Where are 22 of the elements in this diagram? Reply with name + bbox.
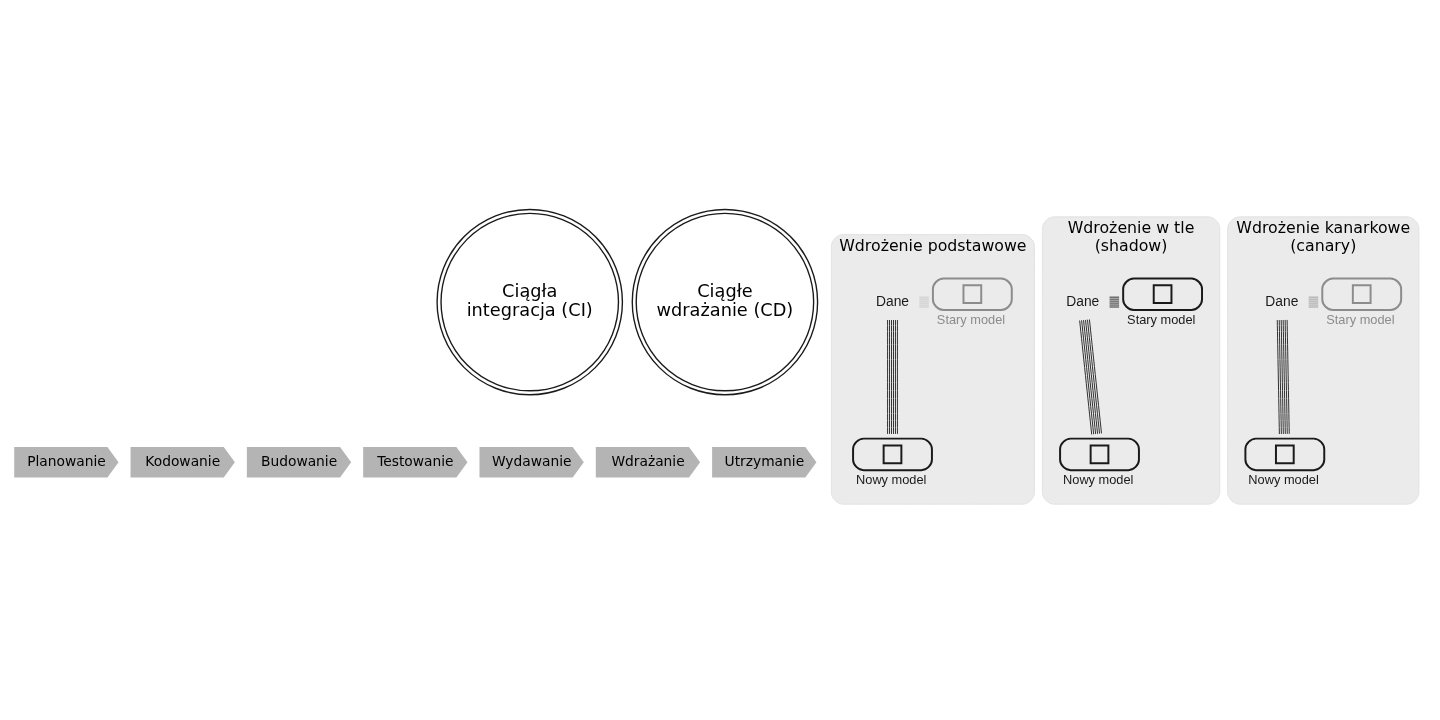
node-cloud: [852, 437, 933, 471]
connector: [1079, 318, 1102, 435]
node-label: Stary model: [1326, 311, 1395, 327]
node-label: Nowy model: [856, 471, 927, 487]
node-label: Stary model: [936, 311, 1006, 327]
node-label: Nowy model: [1248, 471, 1319, 487]
node-cloud: [1122, 276, 1203, 311]
node-cloud: [1059, 437, 1140, 471]
node-cloud: [1244, 437, 1326, 471]
node-text: Dane: [1265, 293, 1299, 309]
node-circle: Ciągła integracja (CI): [436, 208, 624, 395]
node-text: Dane: [876, 293, 909, 309]
node-label: Nowy model: [1063, 471, 1134, 487]
node-circle: Ciągłe wdrażanie (CD): [631, 208, 819, 395]
connector: [887, 319, 898, 434]
node-cloud: [931, 276, 1013, 311]
node-label: Stary model: [1127, 311, 1196, 327]
node-cloud: [1321, 276, 1403, 311]
connector: [1109, 296, 1120, 307]
connector: [1276, 318, 1290, 434]
connector: [1308, 296, 1319, 307]
node-text: Dane: [1066, 293, 1100, 309]
